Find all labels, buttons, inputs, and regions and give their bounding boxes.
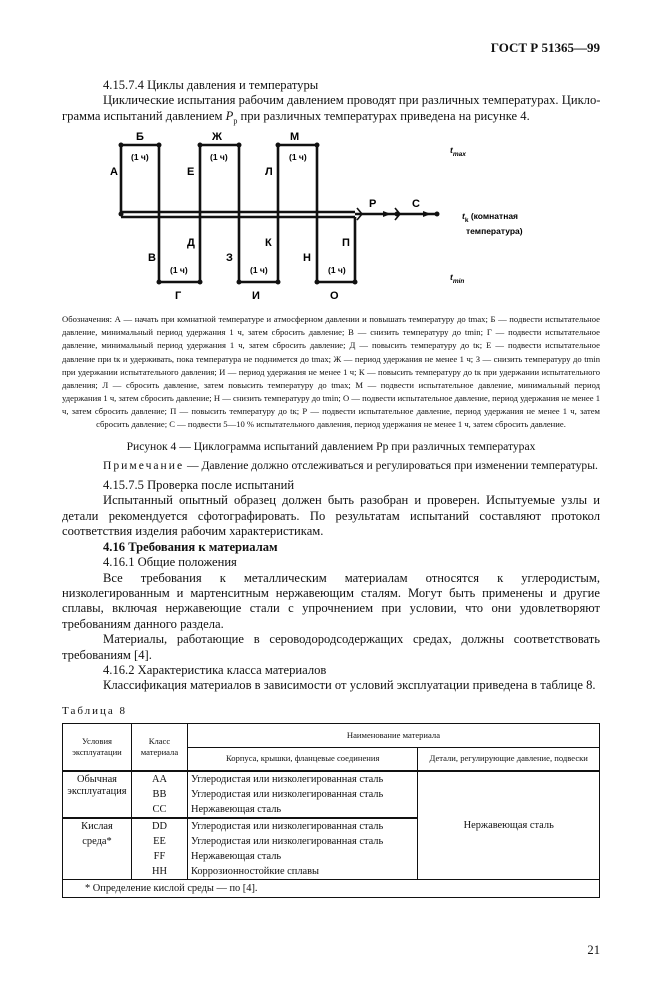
figure-legend: Обозначения: А — начать при комнатной те… [62, 314, 600, 429]
section-heading-4-15-7-4: 4.15.7.4 Циклы давления и температуры [103, 78, 319, 92]
section-heading-4-16: 4.16 Требования к материалам [103, 539, 278, 554]
table-title: Таблица 8 [62, 704, 128, 717]
label-p: П [342, 237, 350, 249]
parts-material-cell: Нержавеющая сталь [417, 770, 600, 880]
material-cell: Углеродистая или низколегированная сталь… [186, 770, 419, 819]
label-g: Г [175, 290, 182, 302]
materials-table: Условия эксплуатации Класс материала Наи… [62, 723, 601, 898]
label-a: А [110, 166, 118, 178]
label-l: Л [265, 166, 273, 178]
note: Примечание — Давление должно отслеживать… [103, 459, 598, 473]
label-n: Н [303, 252, 311, 264]
label-d: Д [187, 237, 195, 249]
label-i: И [252, 290, 260, 302]
header-parts: Детали, регулирующие давление, подвески [417, 747, 600, 772]
hold-label: (1 ч) [131, 152, 149, 162]
paragraph: Испытанный опытный образец должен быть р… [62, 493, 600, 539]
cycle-nodes [118, 142, 440, 285]
section-heading-4-16-1: 4.16.1 Общие положения [103, 555, 237, 570]
pressure-cycle-diagram: А Б В Г Д Е Ж З И К Л М Н О П Р С (1 ч) … [110, 131, 523, 302]
paragraph: Классификация материалов в зависимости о… [103, 678, 596, 693]
paragraph: Все требования к металлическим материала… [62, 570, 600, 631]
label-m: М [290, 131, 299, 143]
hold-label: (1 ч) [210, 152, 228, 162]
paragraph: Материалы, работающие в сероводородсодер… [62, 632, 600, 662]
label-o: О [330, 290, 339, 302]
paragraph-line: Циклические испытания рабочим давлением … [103, 93, 601, 108]
figure-caption: Рисунок 4 — Циклограмма испытаний давлен… [126, 440, 536, 454]
condition-cell: Обычная эксплуатация [62, 770, 132, 819]
section-heading-4-16-2: 4.16.2 Характеристика класса материалов [103, 662, 327, 677]
tk-label: tk (комнатная [462, 211, 518, 224]
hold-label: (1 ч) [328, 265, 346, 275]
hold-label: (1 ч) [250, 265, 268, 275]
label-e: Е [187, 166, 194, 178]
label-s: С [412, 198, 420, 210]
page-content: 4.15.7.4 Циклы давления и температуры Ци… [62, 0, 600, 988]
material-cell: Углеродистая или низколегированная сталь… [186, 817, 419, 880]
condition-cell: Кислая среда* [62, 817, 132, 880]
tmin-label: tmin [450, 272, 464, 285]
header-material-name: Наименование материала [186, 723, 601, 749]
section-heading-4-15-7-5: 4.15.7.5 Проверка после испытаний [103, 478, 295, 493]
hold-label: (1 ч) [289, 152, 307, 162]
table-footnote: * Определение кислой среды — по [4]. [62, 878, 600, 898]
header-body: Корпуса, крышки, фланцевые соединения [186, 747, 419, 772]
paragraph-line: грамма испытаний давлением Pр при различ… [62, 108, 530, 126]
document-header: ГОСТ Р 51365—99 [490, 40, 600, 55]
header-conditions: Условия эксплуатации [62, 723, 132, 772]
label-b: Б [136, 131, 144, 143]
label-z: З [226, 252, 233, 264]
label-v: В [148, 252, 156, 264]
tmax-label: tmax [450, 145, 466, 158]
tk-label-2: температура) [466, 226, 523, 236]
label-zh: Ж [211, 131, 222, 143]
page-number: 21 [587, 942, 600, 957]
label-r: Р [369, 198, 376, 210]
label-k: К [265, 237, 272, 249]
header-class: Класс материала [130, 723, 188, 772]
hold-label: (1 ч) [170, 265, 188, 275]
